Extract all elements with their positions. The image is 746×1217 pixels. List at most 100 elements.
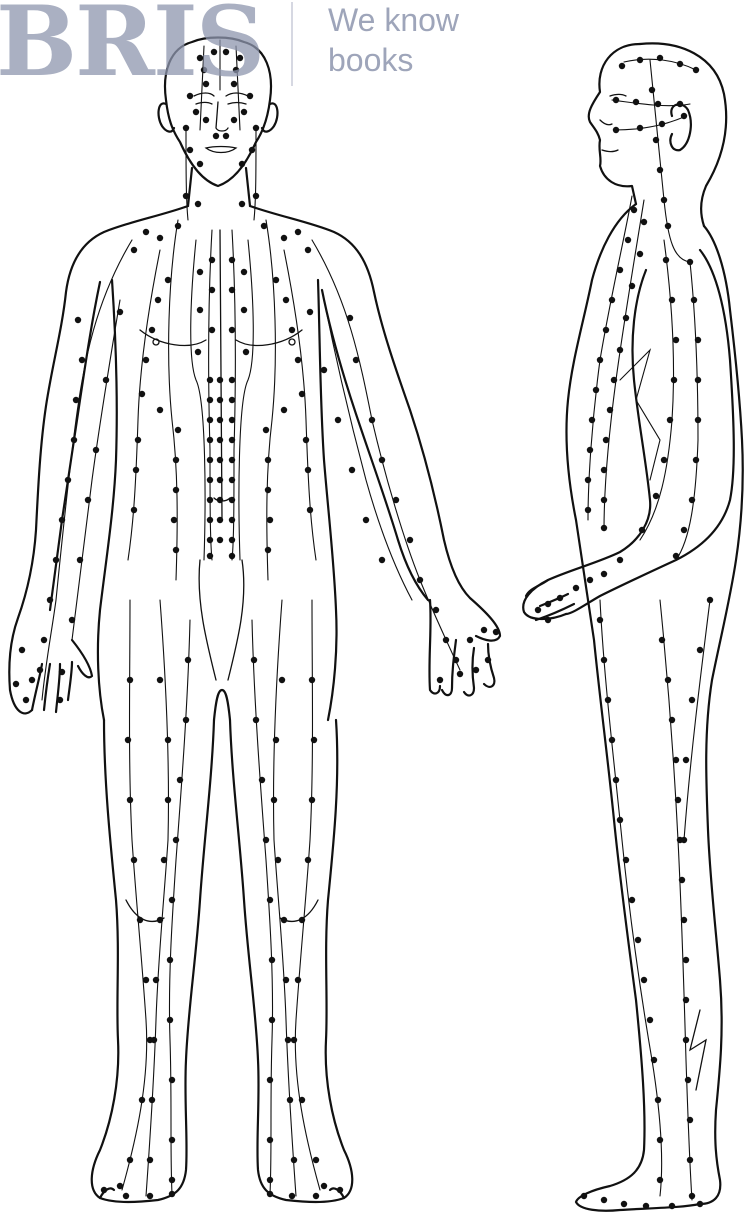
side-acupuncture-point [597, 617, 603, 623]
front-acupuncture-point [253, 125, 259, 131]
front-acupuncture-point [139, 391, 145, 397]
front-acupuncture-point [353, 357, 359, 363]
side-acupuncture-point [681, 527, 687, 533]
front-acupuncture-point [157, 677, 163, 683]
front-acupuncture-point [207, 477, 213, 483]
front-acupuncture-point [379, 457, 385, 463]
front-acupuncture-point [173, 487, 179, 493]
side-acupuncture-point [585, 507, 591, 513]
front-acupuncture-point [135, 437, 141, 443]
front-acupuncture-point [223, 133, 229, 139]
front-acupuncture-point [269, 1017, 275, 1023]
front-acupuncture-point [171, 517, 177, 523]
front-acupuncture-point [309, 797, 315, 803]
front-acupuncture-point [149, 327, 155, 333]
front-acupuncture-point [85, 497, 91, 503]
side-acupuncture-point [609, 297, 615, 303]
front-acupuncture-point [209, 287, 215, 293]
front-acupuncture-point [207, 497, 213, 503]
front-acupuncture-point [169, 1077, 175, 1083]
front-acupuncture-point [313, 1157, 319, 1163]
side-acupuncture-point [687, 1157, 693, 1163]
front-acupuncture-point [393, 497, 399, 503]
front-acupuncture-point [207, 437, 213, 443]
front-acupuncture-point [229, 257, 235, 263]
front-acupuncture-point [281, 917, 287, 923]
front-acupuncture-point [291, 1037, 297, 1043]
side-acupuncture-point [683, 997, 689, 1003]
side-acupuncture-point [557, 595, 563, 601]
front-acupuncture-point [173, 457, 179, 463]
front-acupuncture-point [231, 117, 237, 123]
front-acupuncture-point [117, 309, 123, 315]
front-acupuncture-point [177, 777, 183, 783]
front-acupuncture-point [347, 315, 353, 321]
front-acupuncture-point [295, 229, 301, 235]
front-acupuncture-point [229, 417, 235, 423]
front-acupuncture-point [209, 257, 215, 263]
side-acupuncture-point [623, 857, 629, 863]
side-view-figure [523, 43, 743, 1210]
front-acupuncture-point [133, 467, 139, 473]
side-acupuncture-point [669, 1203, 675, 1209]
front-acupuncture-point [19, 647, 25, 653]
side-acupuncture-point [691, 297, 697, 303]
front-acupuncture-point [217, 377, 223, 383]
front-acupuncture-point [229, 517, 235, 523]
front-acupuncture-point [229, 287, 235, 293]
front-acupuncture-point [165, 737, 171, 743]
side-acupuncture-point [613, 97, 619, 103]
front-acupuncture-point [213, 133, 219, 139]
front-acupuncture-point [305, 857, 311, 863]
side-acupuncture-point [695, 377, 701, 383]
front-acupuncture-point [123, 1193, 129, 1199]
front-acupuncture-point [29, 677, 35, 683]
front-acupuncture-point [23, 697, 29, 703]
front-acupuncture-point [217, 397, 223, 403]
front-acupuncture-point [41, 637, 47, 643]
front-acupuncture-point [265, 547, 271, 553]
front-acupuncture-point [149, 1097, 155, 1103]
side-acupuncture-point [657, 1137, 663, 1143]
front-acupuncture-point [303, 437, 309, 443]
front-acupuncture-point [267, 1137, 273, 1143]
side-acupuncture-point [601, 657, 607, 663]
front-acupuncture-point [349, 467, 355, 473]
front-acupuncture-point [279, 677, 285, 683]
front-acupuncture-point [289, 327, 295, 333]
front-acupuncture-point [299, 391, 305, 397]
side-acupuncture-point [597, 357, 603, 363]
side-acupuncture-point [707, 597, 713, 603]
front-acupuncture-point [173, 547, 179, 553]
front-acupuncture-point [183, 193, 189, 199]
front-acupuncture-point [229, 397, 235, 403]
side-acupuncture-point [603, 327, 609, 333]
side-acupuncture-point [601, 571, 607, 577]
front-acupuncture-point [299, 1097, 305, 1103]
front-acupuncture-point [321, 1183, 327, 1189]
side-acupuncture-point [657, 1177, 663, 1183]
front-acupuncture-point [335, 417, 341, 423]
front-acupuncture-point [217, 477, 223, 483]
front-acupuncture-point [59, 517, 65, 523]
front-acupuncture-point [253, 717, 259, 723]
side-acupuncture-point [585, 477, 591, 483]
front-acupuncture-point [295, 357, 301, 363]
side-acupuncture-point [681, 917, 687, 923]
front-acupuncture-point [75, 317, 81, 323]
front-acupuncture-point [207, 553, 213, 559]
front-acupuncture-point [307, 507, 313, 513]
front-acupuncture-point [249, 147, 255, 153]
front-acupuncture-point [207, 417, 213, 423]
front-acupuncture-point [77, 557, 83, 563]
front-acupuncture-point [229, 377, 235, 383]
side-acupuncture-point [697, 647, 703, 653]
front-acupuncture-point [79, 357, 85, 363]
front-acupuncture-point [157, 235, 163, 241]
front-acupuncture-point [313, 1193, 319, 1199]
front-acupuncture-point [229, 437, 235, 443]
front-acupuncture-point [241, 307, 247, 313]
front-acupuncture-point [285, 1037, 291, 1043]
side-acupuncture-point [669, 297, 675, 303]
front-acupuncture-point [337, 1187, 343, 1193]
